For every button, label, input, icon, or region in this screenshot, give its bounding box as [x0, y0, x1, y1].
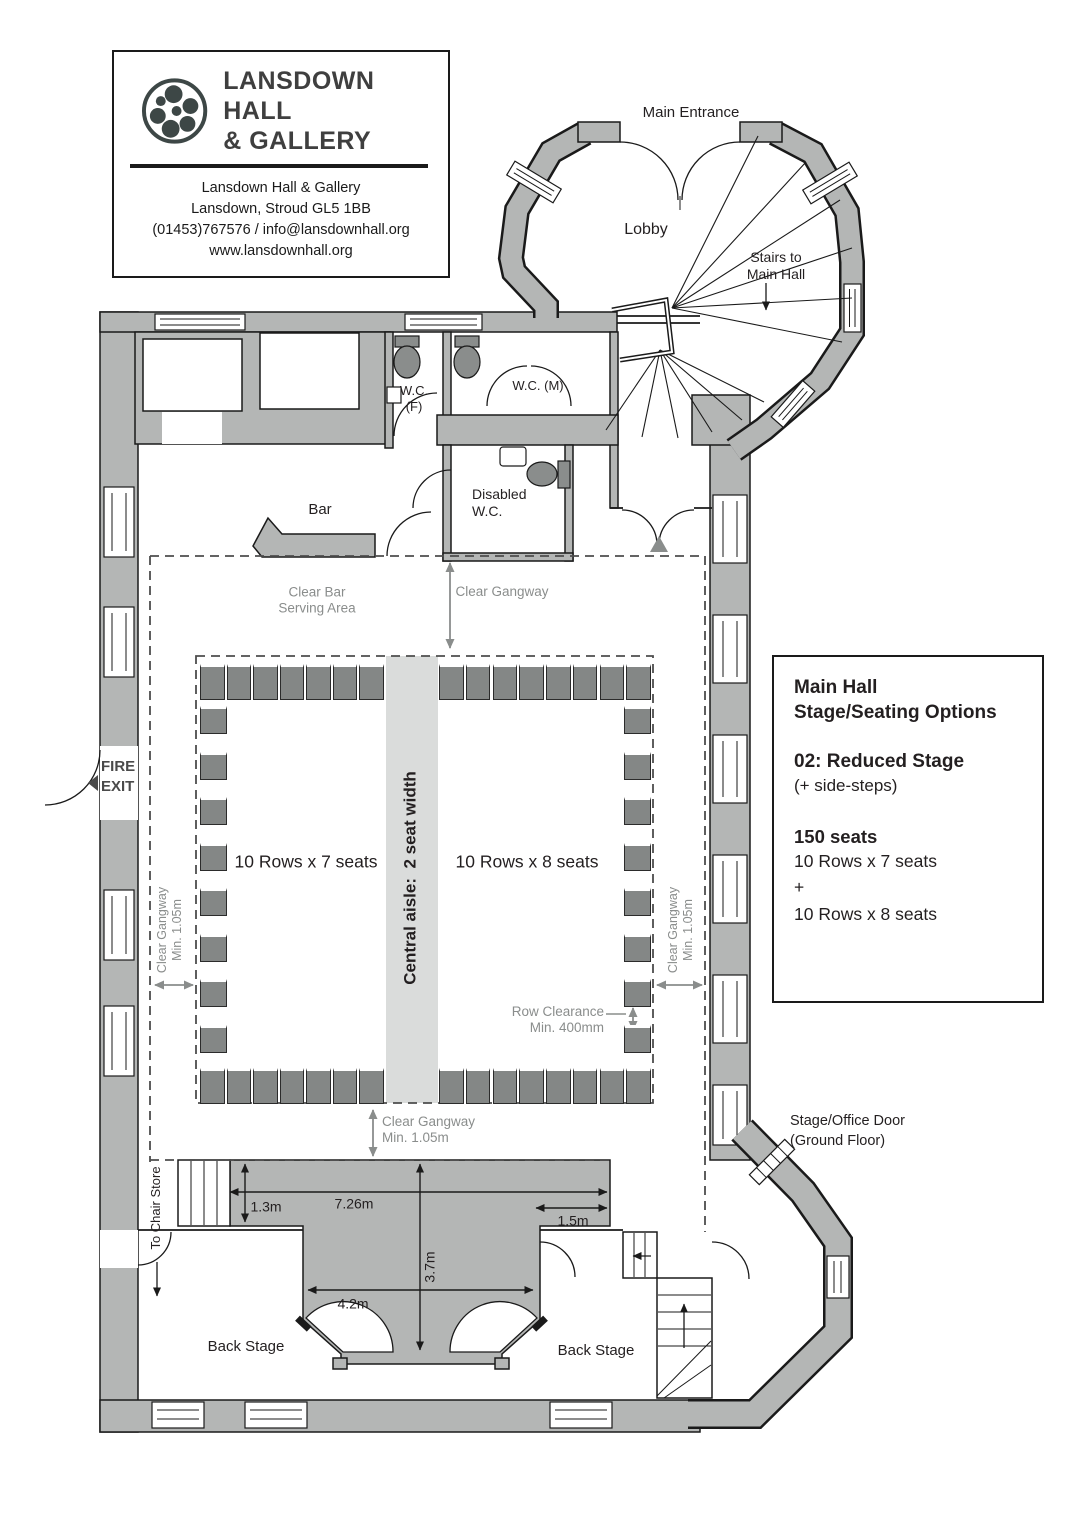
bar-label: Bar — [308, 500, 332, 518]
bar-counter — [252, 511, 432, 558]
entrance-door-left — [619, 141, 679, 201]
wc-m-door — [486, 365, 528, 407]
info-option-note: (+ side-steps) — [794, 776, 898, 796]
fire-exit-arrow-icon — [88, 775, 98, 791]
clear-bar-serving-label: Clear Bar Serving Area — [278, 584, 356, 616]
address-line: (01453)767576 / info@lansdownhall.org — [152, 222, 410, 239]
wc-fixtures — [386, 335, 572, 509]
stage-dimensions — [229, 1163, 608, 1351]
back-stage-left-label: Back Stage — [207, 1337, 285, 1355]
logo-divider — [130, 164, 428, 168]
seating-boundary — [195, 655, 654, 1104]
rows-right-label: 10 Rows x 8 seats — [455, 851, 599, 872]
lobby-stairs — [605, 135, 853, 439]
back-stage-right-label: Back Stage — [557, 1341, 635, 1359]
info-option: 02: Reduced Stage — [794, 751, 1022, 773]
chair-store-door — [137, 1231, 172, 1266]
wc-f-door — [393, 392, 438, 437]
bar-door — [386, 511, 432, 557]
disabled-wc-label: Disabled W.C. — [472, 486, 527, 520]
logo-card: LANSDOWN HALL & GALLERY Lansdown Hall & … — [112, 50, 450, 278]
logo-title: LANSDOWN HALL & GALLERY — [223, 67, 375, 155]
wc-m-label: W.C. (M) — [512, 378, 564, 394]
hall-entry-doors — [610, 507, 712, 552]
info-seats-line1: 10 Rows x 7 seats — [794, 851, 937, 872]
windows — [103, 313, 748, 1429]
wc-f-label: W.C. (F) — [399, 383, 429, 414]
fire-exit-label: FIRE EXIT — [101, 758, 136, 795]
logo-address: Lansdown Hall & Gallery Lansdown, Stroud… — [114, 178, 448, 262]
address-line: Lansdown, Stroud GL5 1BB — [191, 201, 371, 218]
stage-office-door-label: Stage/Office Door (Ground Floor) — [790, 1113, 905, 1149]
clear-gangway-bottom-label: Clear Gangway Min. 1.05m — [382, 1114, 476, 1146]
address-line: Lansdown Hall & Gallery — [201, 180, 361, 196]
backstage-staircase — [622, 1231, 750, 1399]
to-chair-store-label: To Chair Store — [148, 1166, 164, 1250]
backstage-right-door — [539, 1241, 576, 1278]
address-line: www.lansdownhall.org — [209, 243, 353, 260]
info-seats-plus: + — [794, 877, 805, 898]
stage-steps-left — [177, 1159, 231, 1227]
rooms — [100, 332, 360, 1268]
clear-gangway-left-label: Clear Gangway Min. 1.05m — [154, 886, 184, 974]
central-aisle-band — [386, 656, 438, 1103]
option-number: 02: — [794, 751, 822, 773]
side-step-door-left — [305, 1301, 394, 1353]
dim-1-5m: 1.5m — [557, 1212, 589, 1229]
fire-exit-door — [44, 749, 101, 806]
clear-gangway-top-label: Clear Gangway — [455, 583, 549, 599]
rows-left-label: 10 Rows x 7 seats — [234, 851, 378, 872]
info-title: Main Hall Stage/Seating Options — [794, 677, 997, 724]
clear-gangway-right-label: Clear Gangway Min. 1.05m — [665, 886, 695, 974]
lobby-label: Lobby — [624, 221, 668, 239]
lansdown-logo-icon — [141, 78, 208, 144]
row-clearance-label: Row Clearance Min. 400mm — [511, 1004, 604, 1036]
dim-4-2m: 4.2m — [337, 1295, 369, 1312]
dim-7-26m: 7.26m — [334, 1195, 374, 1212]
side-step-door-right — [449, 1301, 538, 1353]
main-entrance-label: Main Entrance — [642, 103, 740, 121]
dim-1-3m: 1.3m — [250, 1198, 282, 1215]
option-name: Reduced Stage — [826, 751, 965, 773]
info-panel: Main Hall Stage/Seating Options 02: Redu… — [772, 655, 1044, 1003]
turret — [688, 1119, 853, 1429]
entrance-door-right — [681, 141, 741, 201]
info-seats-total: 150 seats — [794, 826, 878, 848]
disabled-wc-door — [412, 469, 452, 509]
entrance-lobby — [497, 121, 865, 461]
gangway-boundaries — [149, 555, 706, 1232]
central-aisle-label: Central aisle: 2 seat width — [400, 771, 420, 985]
stairs-to-main-hall-label: Stairs to Main Hall — [746, 248, 806, 282]
info-seats-line2: 10 Rows x 8 seats — [794, 903, 937, 924]
dim-3-7m: 3.7m — [421, 1251, 438, 1283]
